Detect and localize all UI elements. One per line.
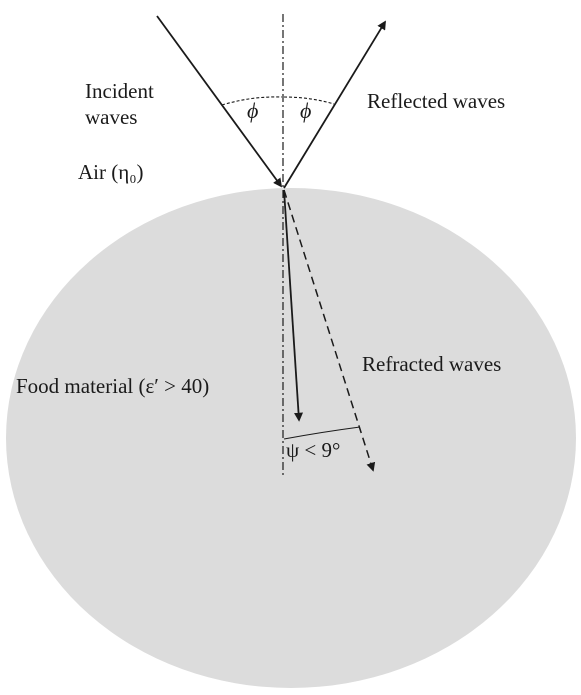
reflected-ray bbox=[283, 20, 386, 189]
incident-ray bbox=[156, 15, 283, 188]
refraction-limit-ray bbox=[283, 189, 376, 472]
air-label: Air (η₀) bbox=[78, 160, 144, 184]
incident-label-line1: Incident bbox=[85, 79, 154, 103]
phi-arc-right bbox=[283, 96, 335, 105]
incident-label-line2: waves bbox=[85, 105, 137, 129]
refracted-label: Refracted waves bbox=[362, 352, 501, 376]
phi-right-label: ϕ bbox=[300, 98, 311, 123]
reflected-label: Reflected waves bbox=[367, 89, 505, 113]
phi-arc-left bbox=[221, 96, 283, 106]
refracted-ray bbox=[283, 189, 304, 422]
food-material-label: Food material (ε′ > 40) bbox=[16, 374, 209, 398]
psi-label: ψ < 9° bbox=[286, 438, 340, 462]
phi-left-label: ϕ bbox=[247, 98, 258, 123]
psi-arc bbox=[283, 426, 361, 440]
